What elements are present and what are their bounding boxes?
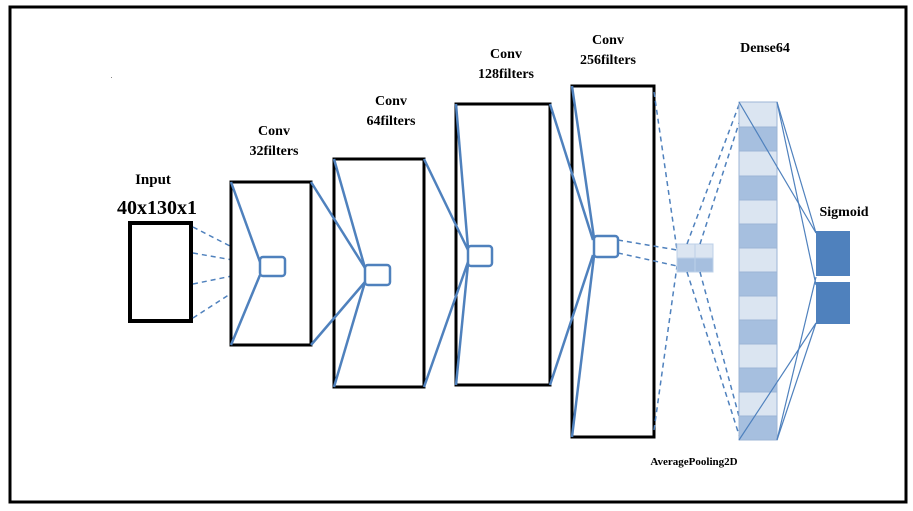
- conv1-label: Conv: [258, 124, 290, 139]
- average-pooling-block: [676, 243, 714, 273]
- conv1-to-conv2-lines: [309, 181, 367, 346]
- conv3-to-conv4-lines: [548, 103, 595, 386]
- pooling-label: AveragePooling2D: [650, 456, 737, 468]
- conv3-filters-label: 128filters: [478, 67, 535, 82]
- conv2-kernel-lines: [332, 158, 367, 388]
- stray-mark: [111, 77, 112, 78]
- conv2-kernel-box: [363, 263, 392, 287]
- conv4-filters-label: 256filters: [580, 53, 637, 68]
- conv4-to-pool-connectors: [617, 91, 678, 431]
- outer-frame: [8, 5, 908, 504]
- dense-layer-stack: [738, 101, 778, 441]
- conv4-label: Conv: [592, 33, 624, 48]
- conv2-label: Conv: [375, 94, 407, 109]
- conv1-kernel-box: [258, 255, 287, 278]
- dense-label: Dense64: [740, 41, 790, 56]
- dense-to-sigmoid-connectors: [738, 101, 817, 441]
- input-title: Input: [135, 172, 171, 188]
- sigmoid-unit-2: [816, 282, 850, 324]
- input-shape-label: 40x130x1: [117, 197, 197, 219]
- conv3-kernel-lines: [454, 103, 470, 386]
- conv4-kernel-lines: [570, 85, 596, 438]
- sigmoid-unit-1: [816, 231, 850, 276]
- conv1-kernel-lines: [229, 181, 262, 346]
- conv2-filters-label: 64filters: [367, 114, 417, 129]
- conv4-kernel-box: [592, 234, 620, 259]
- pool-to-dense-connectors: [686, 101, 741, 439]
- conv3-kernel-box: [466, 244, 494, 268]
- conv1-filters-label: 32filters: [250, 144, 300, 159]
- conv3-label: Conv: [490, 47, 522, 62]
- conv2-to-conv3-lines: [422, 158, 470, 388]
- input-layer-box: [128, 221, 193, 323]
- conv4-layer-box: [570, 84, 656, 439]
- conv3-layer-box: [454, 102, 552, 387]
- sigmoid-label: Sigmoid: [819, 205, 868, 220]
